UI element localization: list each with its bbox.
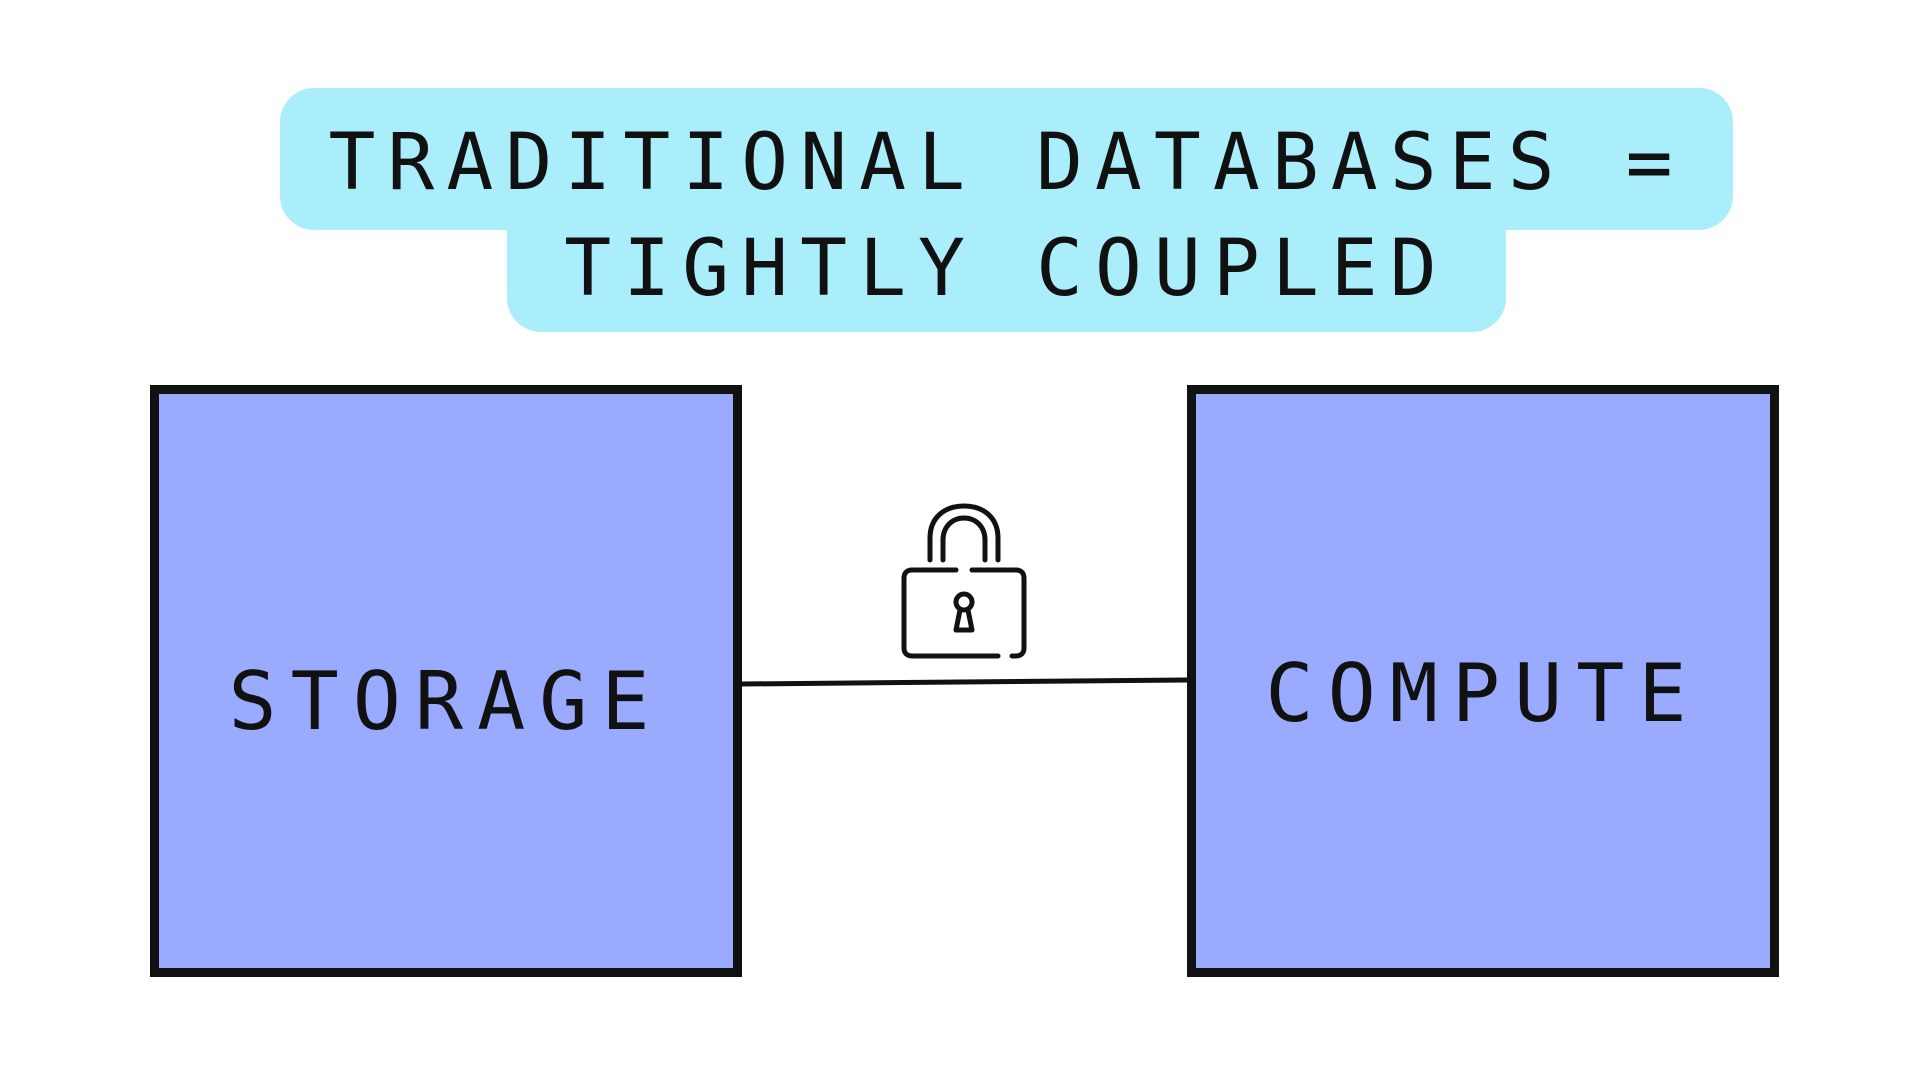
title-banner-bottom	[507, 196, 1506, 332]
diagram-title: TRADITIONAL DATABASES = TIGHTLY COUPLED	[280, 110, 1733, 322]
storage-box: STORAGE	[150, 385, 742, 977]
compute-label: COMPUTE	[1265, 647, 1701, 740]
storage-label: STORAGE	[228, 655, 664, 748]
title-line-2: TIGHTLY COUPLED	[564, 224, 1449, 314]
padlock-icon	[901, 503, 1027, 659]
title-line-1: TRADITIONAL DATABASES =	[328, 118, 1685, 208]
compute-box: COMPUTE	[1187, 385, 1779, 977]
